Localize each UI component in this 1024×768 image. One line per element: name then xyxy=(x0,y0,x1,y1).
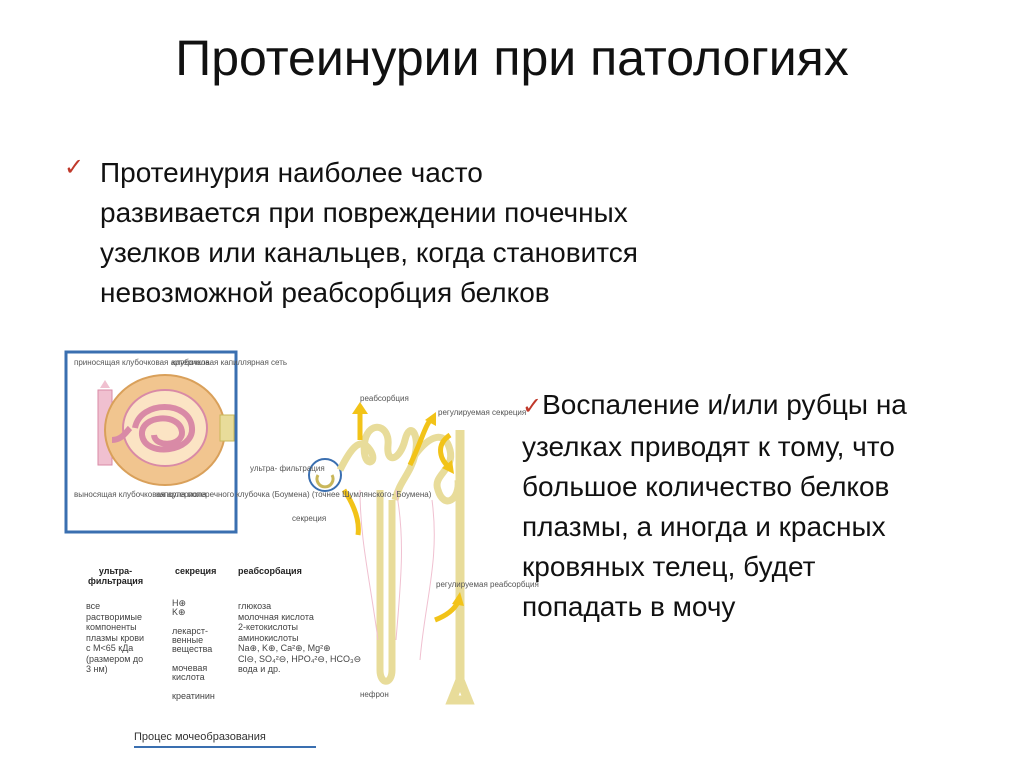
label-afferent-arteriole: приносящая клубочковая артериола xyxy=(74,358,210,367)
peritubular-capillary xyxy=(395,489,402,641)
table-cell-secretion: H⊕ K⊕ лекарст- венные вещества мочевая к… xyxy=(172,598,215,701)
proximal-tubule-start xyxy=(219,414,235,442)
distal-convoluted-tubule xyxy=(412,434,462,505)
bullet-2-line: большое количество белков xyxy=(522,471,890,502)
label-nephron: нефрон xyxy=(360,690,389,699)
label-regulated-reabsorption: регулируемая реабсорбция xyxy=(436,580,539,589)
loop-of-henle xyxy=(376,490,396,685)
capillary-network xyxy=(122,389,208,467)
bullet-1-line: невозможной реабсорбция белков xyxy=(100,277,550,308)
bullet-2-line: кровяных телец, будет xyxy=(522,551,816,582)
bullet-1-line: Протеинурия наиболее часто xyxy=(100,157,483,188)
label-capillary-network: клубочковая капиллярная сеть xyxy=(172,358,288,367)
bullet-2-line: плазмы, а иногда и красных xyxy=(522,511,886,542)
bullet-2-line: Воспаление и/или рубцы на xyxy=(542,389,907,420)
checkmark-icon: ✓ xyxy=(522,393,543,420)
regulated-reabsorption-arrowhead xyxy=(452,592,464,606)
bullet-2-line: узелках приводят к тому, что xyxy=(522,431,895,462)
bullet-paragraph-2: ✓Воспаление и/или рубцы на узелках приво… xyxy=(522,385,907,627)
label-reabsorption: реабсорбция xyxy=(360,394,409,403)
bullet-2-first-line: ✓Воспаление и/или рубцы на xyxy=(522,385,907,427)
label-ultrafiltration: ультра- фильтрация xyxy=(250,464,325,473)
table-cell-ultrafiltration: все растворимые компоненты плазмы крови … xyxy=(86,601,145,674)
bullet-2-line: попадать в мочу xyxy=(522,591,736,622)
nephron-capsule xyxy=(315,474,335,489)
peritubular-capillary xyxy=(359,489,379,641)
arteriole-arrow xyxy=(100,380,110,388)
label-regulated-secretion: регулируемая секреция xyxy=(438,408,527,417)
diagram-caption: Процес мочеобразования xyxy=(134,731,266,743)
peritubular-capillary xyxy=(419,499,435,661)
reabsorption-arrowhead xyxy=(425,412,436,426)
table-header-ultrafiltration: ультра- фильтрация xyxy=(88,566,144,586)
slide-title: Протеинурии при патологиях xyxy=(175,30,849,86)
label-secretion: секреция xyxy=(292,514,327,523)
reabsorption-arrowhead xyxy=(352,402,368,414)
glomerulus-loops xyxy=(132,404,195,453)
checkmark-icon: ✓ xyxy=(64,154,85,181)
table-header-secretion: секреция xyxy=(175,566,217,576)
efferent-link xyxy=(111,425,133,443)
label-efferent-arteriole: выносящая клубочковая артериола xyxy=(74,490,207,499)
bullet-paragraph-1: Протеинурия наиболее часто развивается п… xyxy=(100,153,638,313)
table-cell-reabsorption: глюкоза молочная кислота 2-кетокислоты а… xyxy=(238,601,362,674)
caption-underline xyxy=(134,746,316,748)
bullet-1-line: развивается при повреждении почечных xyxy=(100,197,628,228)
secretion-arrow xyxy=(341,488,361,536)
secretion-arrowhead xyxy=(442,460,454,474)
collecting-duct xyxy=(445,430,475,705)
nephron-illustration xyxy=(64,350,475,705)
regulated-reabsorption-arrow xyxy=(434,600,461,623)
nephron-diagram: приносящая клубочковая артериола клубочк… xyxy=(60,340,539,760)
bullet-1-line: узелков или канальцев, когда становится xyxy=(100,237,638,268)
table-header-reabsorption: реабсорбация xyxy=(238,566,302,576)
label-bowman-capsule: капсула поперечного клубочка (Боумена) (… xyxy=(156,490,432,499)
